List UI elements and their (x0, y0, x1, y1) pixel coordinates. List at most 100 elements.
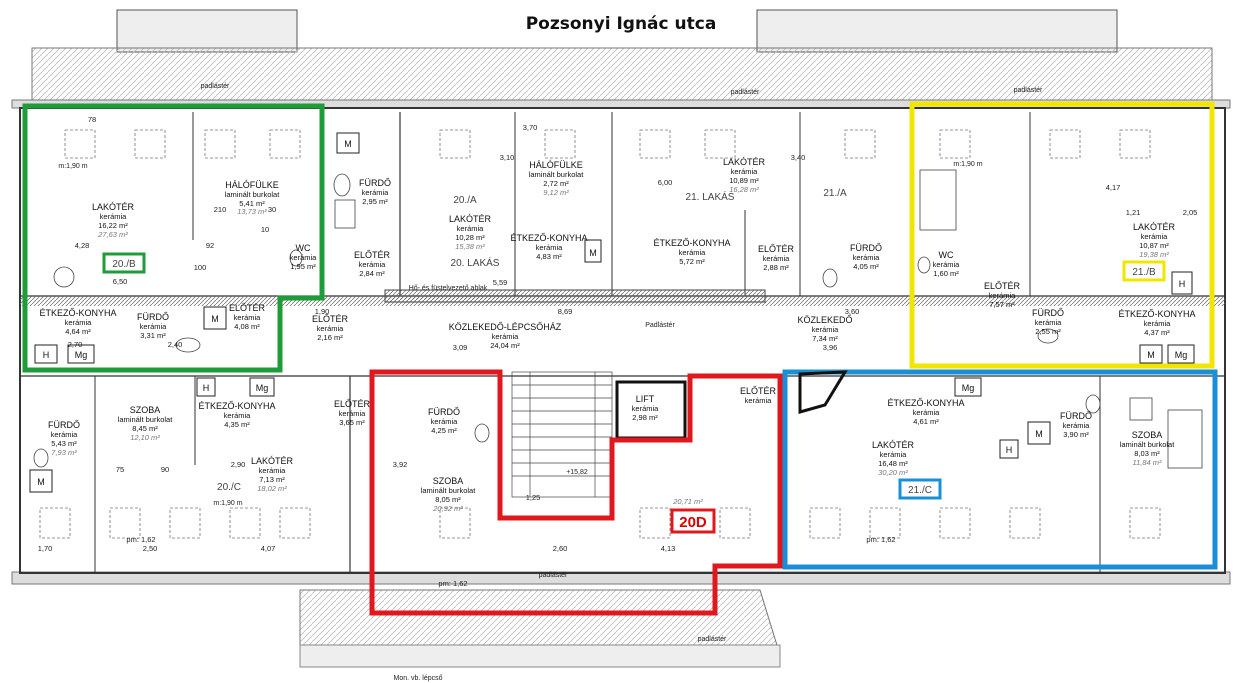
svg-text:Mg: Mg (256, 383, 269, 393)
utility-letters: M M H Mg M H Mg M H M Mg M H Mg (37, 139, 1187, 487)
svg-text:4,64 m²: 4,64 m² (65, 327, 91, 336)
misc-labels: padlástér padlástér padlástér padlástér … (58, 83, 1043, 682)
svg-text:LAKÓTÉR: LAKÓTÉR (723, 157, 766, 167)
svg-text:Padlástér: Padlástér (645, 322, 675, 329)
svg-text:SZOBA: SZOBA (433, 476, 464, 486)
svg-text:ÉTKEZŐ-KONYHA: ÉTKEZŐ-KONYHA (39, 308, 116, 318)
unit-label-21a: 21./A (823, 188, 847, 199)
svg-text:ELŐTÉR: ELŐTÉR (740, 386, 777, 396)
svg-text:24,04 m²: 24,04 m² (490, 341, 520, 350)
svg-text:m:1,90 m: m:1,90 m (58, 163, 87, 170)
svg-text:padlástér: padlástér (1014, 87, 1043, 94)
svg-text:kerámia: kerámia (933, 260, 961, 269)
svg-text:FÜRDŐ: FÜRDŐ (359, 178, 391, 188)
svg-text:LAKÓTÉR: LAKÓTÉR (251, 456, 294, 466)
svg-text:30: 30 (268, 205, 276, 214)
svg-text:7,34 m²: 7,34 m² (812, 334, 838, 343)
svg-text:padlástér: padlástér (201, 83, 230, 90)
svg-text:4,17: 4,17 (1106, 183, 1121, 192)
svg-text:1,25: 1,25 (526, 493, 541, 502)
unit-label-21b: 21./B (1132, 267, 1156, 278)
unit-outline-black (798, 370, 848, 414)
svg-text:4,28: 4,28 (75, 241, 90, 250)
svg-text:M: M (1147, 350, 1155, 360)
svg-text:3,40: 3,40 (791, 153, 806, 162)
svg-text:kerámia: kerámia (989, 291, 1017, 300)
svg-text:H: H (1179, 279, 1186, 289)
svg-text:laminált burkolat: laminált burkolat (421, 486, 477, 495)
svg-text:ÉTKEZŐ-KONYHA: ÉTKEZŐ-KONYHA (198, 401, 275, 411)
svg-text:2,16 m²: 2,16 m² (317, 333, 343, 342)
svg-text:92: 92 (206, 241, 214, 250)
svg-text:8,45 m²: 8,45 m² (132, 424, 158, 433)
svg-text:2,50: 2,50 (143, 544, 158, 553)
svg-text:laminált burkolat: laminált burkolat (225, 190, 281, 199)
svg-text:90: 90 (161, 465, 169, 474)
svg-text:2,60: 2,60 (553, 544, 568, 553)
svg-text:7,13 m²: 7,13 m² (259, 475, 285, 484)
svg-text:kerámia: kerámia (140, 322, 168, 331)
svg-text:ELŐTÉR: ELŐTÉR (758, 244, 795, 254)
svg-text:kerámia: kerámia (1035, 318, 1063, 327)
svg-text:KÖZLEKEDŐ: KÖZLEKEDŐ (797, 315, 852, 325)
unit-label-20c: 20./C (217, 482, 241, 493)
svg-text:ELŐTÉR: ELŐTÉR (229, 303, 266, 313)
svg-text:1,21: 1,21 (1126, 208, 1141, 217)
svg-text:FÜRDŐ: FÜRDŐ (850, 243, 882, 253)
svg-text:kerámia: kerámia (1144, 319, 1172, 328)
svg-text:LIFT: LIFT (636, 394, 655, 404)
svg-text:Hő- és füstelvezető ablak: Hő- és füstelvezető ablak (409, 285, 488, 292)
svg-text:2,72 m²: 2,72 m² (543, 179, 569, 188)
svg-text:Mg: Mg (962, 383, 975, 393)
svg-text:ELŐTÉR: ELŐTÉR (312, 314, 349, 324)
svg-text:10,87 m²: 10,87 m² (1139, 241, 1169, 250)
svg-text:WC: WC (939, 250, 954, 260)
svg-text:M: M (211, 314, 219, 324)
svg-text:M: M (589, 248, 597, 258)
svg-text:HÁLÓFÜLKE: HÁLÓFÜLKE (225, 180, 279, 190)
unit-label-20a: 20./A (453, 195, 477, 206)
svg-text:padlástér: padlástér (698, 636, 727, 643)
building-walls (19, 107, 1226, 574)
svg-text:LAKÓTÉR: LAKÓTÉR (872, 440, 915, 450)
unit-outline-20b (22, 103, 325, 373)
svg-text:78: 78 (88, 115, 96, 124)
svg-text:M: M (37, 477, 45, 487)
svg-text:ÉTKEZŐ-KONYHA: ÉTKEZŐ-KONYHA (887, 398, 964, 408)
unit-label-21-lakas: 21. LAKÁS (686, 190, 735, 203)
svg-text:H: H (1006, 445, 1013, 455)
svg-text:kerámia: kerámia (290, 253, 318, 262)
svg-text:3,60: 3,60 (845, 307, 860, 316)
svg-text:m:1,90 m: m:1,90 m (213, 500, 242, 507)
svg-text:HÁLÓFÜLKE: HÁLÓFÜLKE (529, 160, 583, 170)
svg-text:5,41 m²: 5,41 m² (239, 199, 265, 208)
svg-text:30,20 m²: 30,20 m² (878, 468, 908, 477)
unit-label-20b: 20./B (112, 259, 136, 270)
svg-text:16,22 m²: 16,22 m² (98, 221, 128, 230)
svg-text:20,92 m²: 20,92 m² (432, 504, 463, 513)
svg-text:FÜRDŐ: FÜRDŐ (1032, 308, 1064, 318)
svg-text:4,37 m²: 4,37 m² (1144, 328, 1170, 337)
svg-text:kerámia: kerámia (812, 325, 840, 334)
svg-text:2,90: 2,90 (231, 460, 246, 469)
svg-text:4,25 m²: 4,25 m² (431, 426, 457, 435)
svg-text:3,09: 3,09 (453, 343, 468, 352)
svg-text:75: 75 (116, 465, 124, 474)
